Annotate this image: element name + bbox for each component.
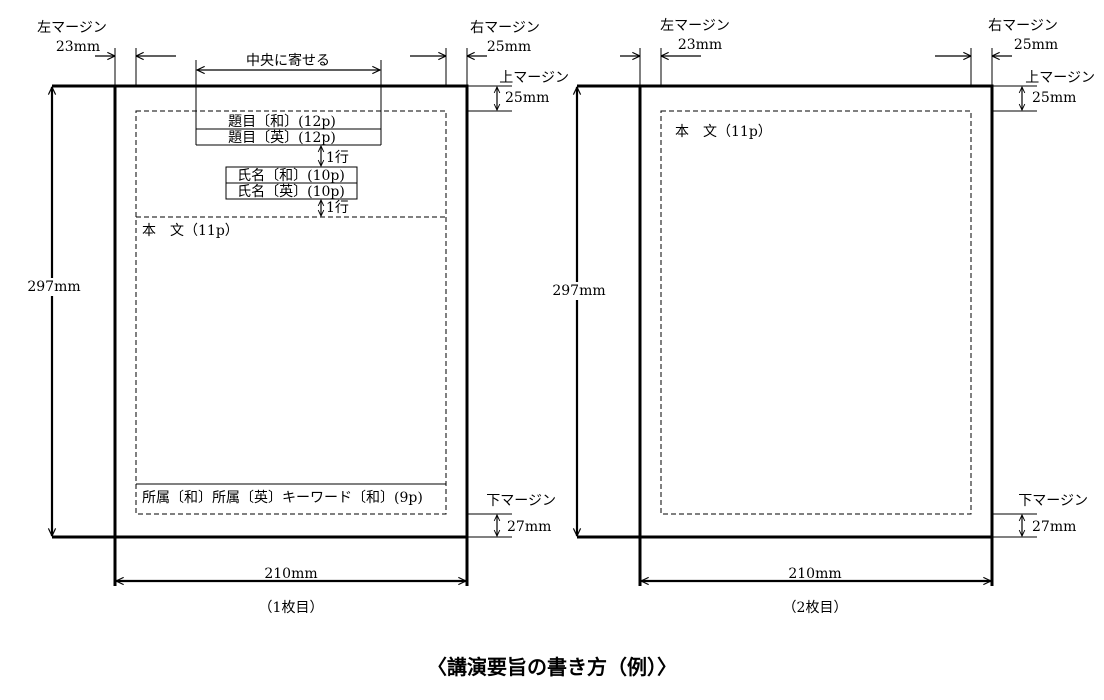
page-2-right-margin-value: 25mm (1014, 37, 1058, 53)
page-1-top-margin-value: 25mm (505, 90, 549, 106)
figure-caption: 〈講演要旨の書き方（例）〉 (427, 655, 677, 679)
page-1-border (113, 84, 469, 539)
page-2-left-margin-value: 23mm (678, 37, 722, 53)
page-2-height-label-background (554, 282, 604, 300)
page-2-bottom-margin-label: 下マージン (1018, 493, 1088, 509)
page-1-right-margin-label: 右マージン (470, 20, 540, 36)
name-ja-label: 氏名〔和〕(10p) (237, 168, 345, 184)
gap-after-name-label: 1行 (326, 200, 349, 216)
title-en-label: 題目〔英〕(12p) (228, 129, 336, 146)
page-1-caption: （1枚目） (259, 600, 324, 616)
page-2-body-label: 本 文（11p） (675, 124, 772, 140)
page-2-top-margin-label: 上マージン (1025, 70, 1095, 86)
page-1-right-margin-value: 25mm (487, 39, 531, 55)
gap-after-title-label: 1行 (326, 150, 349, 166)
page-2-width-label: 210mm (788, 566, 841, 582)
name-en-box (225, 182, 358, 200)
page-1-text-area (135, 110, 447, 515)
center-note-label: 中央に寄せる (246, 52, 330, 69)
page-2-diagram: 297mm 210mm （2枚目） 本 文（11p） 左マージン 23mm 右マ… (552, 18, 1095, 616)
page-2-height-label: 297mm (552, 283, 605, 299)
title-ja-label: 題目〔和〕(12p) (228, 114, 336, 130)
page-2-top-margin-value: 25mm (1032, 90, 1076, 106)
page-1-bottom-margin-label: 下マージン (486, 493, 556, 509)
page-2-right-margin-label: 右マージン (988, 18, 1058, 34)
page-2-caption: （2枚目） (783, 600, 848, 616)
page-1-body-label: 本 文（11p） (142, 223, 239, 239)
page-1-left-margin-label: 左マージン (37, 20, 107, 36)
page-1-footer-label: 所属〔和〕所属〔英〕キーワード〔和〕(9p) (142, 489, 423, 506)
name-en-label: 氏名〔英〕(10p) (237, 183, 345, 200)
page-1-top-margin-label: 上マージン (499, 70, 569, 86)
page-2-text-area (660, 110, 972, 515)
page-1-height-label: 297mm (27, 279, 80, 295)
page-1-diagram: 297mm 210mm （1枚目） 本 文（11p） 所属〔和〕所属〔英〕キーワ… (27, 20, 569, 616)
page-2-left-margin-label: 左マージン (660, 18, 730, 34)
page-1-left-margin-value: 23mm (56, 39, 100, 55)
page-1-bottom-margin-value: 27mm (507, 519, 551, 535)
page-2-border (638, 84, 994, 539)
page-2-bottom-margin-value: 27mm (1032, 519, 1076, 535)
page-1-width-label: 210mm (264, 566, 317, 582)
page-1-height-label-background (29, 278, 79, 296)
